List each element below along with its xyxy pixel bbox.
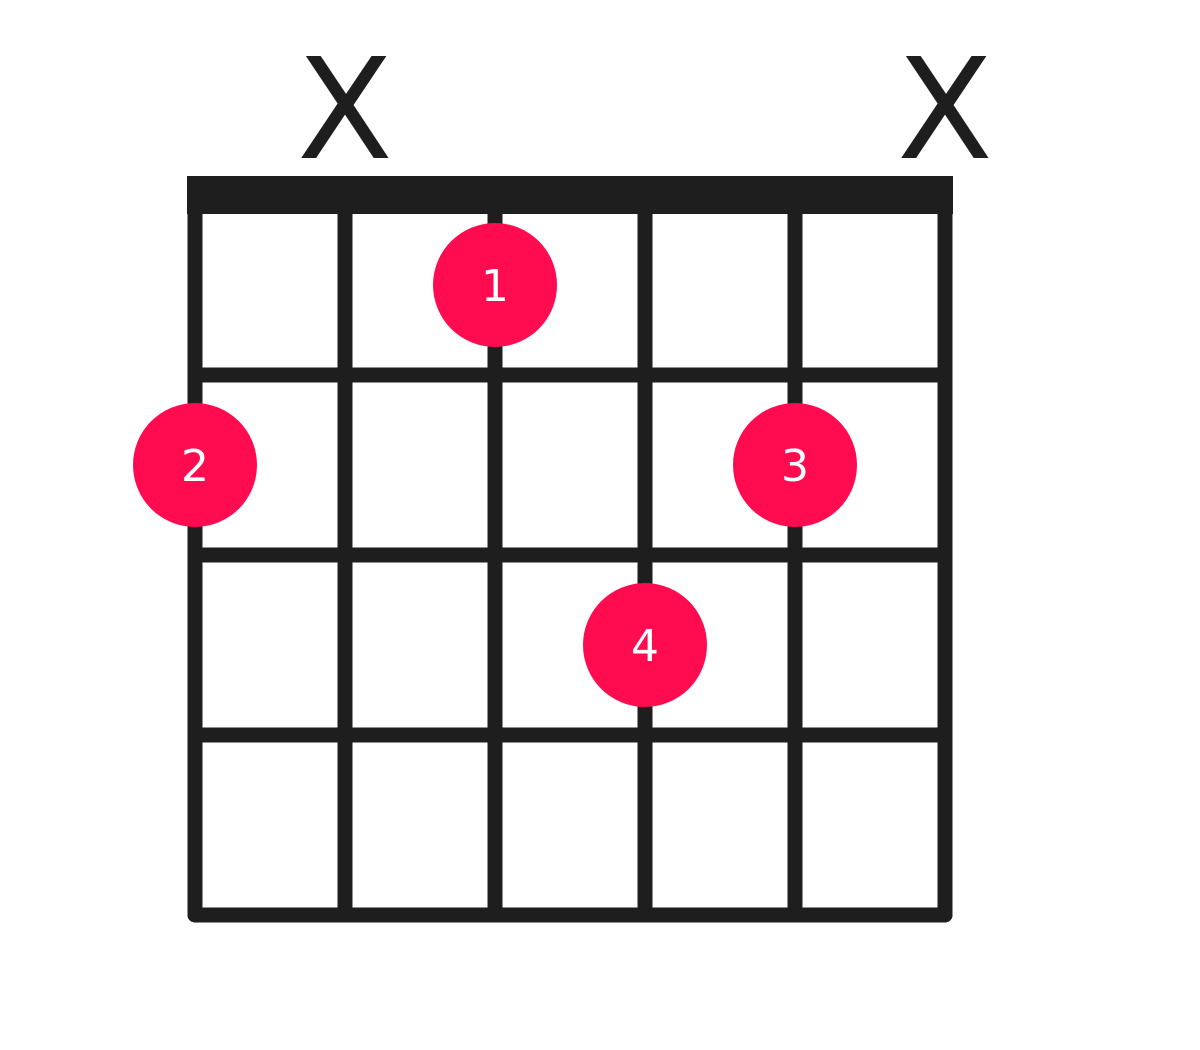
muted-string-2-marker: X [297, 29, 393, 192]
finger-4-marker: 4 [583, 583, 707, 707]
finger-3-marker: 3 [733, 403, 857, 527]
finger-number-label: 1 [481, 261, 509, 312]
finger-1-marker: 1 [433, 223, 557, 347]
finger-number-label: 2 [181, 441, 209, 492]
finger-2-marker: 2 [133, 403, 257, 527]
finger-dot [433, 223, 557, 347]
finger-number-label: 3 [781, 441, 809, 492]
nut [187, 176, 953, 214]
finger-number-label: 4 [631, 621, 659, 672]
finger-positions: 1 2 3 4 [133, 223, 857, 707]
muted-string-6-marker: X [897, 29, 993, 192]
finger-dot [583, 583, 707, 707]
frets [187, 367, 953, 923]
finger-dot [133, 403, 257, 527]
finger-dot [733, 403, 857, 527]
